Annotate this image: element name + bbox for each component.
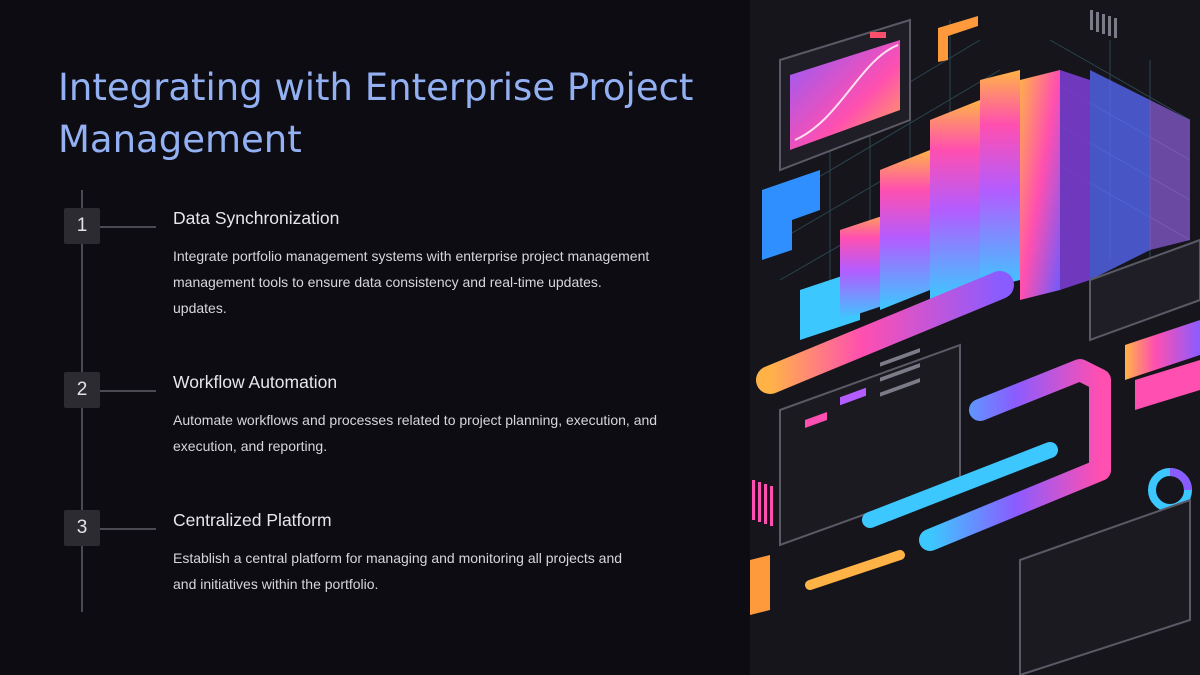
bar-chart-icon [800, 70, 1190, 340]
step-description-line: execution, and reporting. [173, 438, 328, 454]
step-number-badge: 3 [64, 510, 100, 546]
page-title: Integrating with Enterprise Project Mana… [58, 66, 694, 161]
step-title: Centralized Platform [173, 510, 332, 530]
step-description-line: Integrate portfolio management systems w… [173, 248, 650, 264]
step-description: Integrate portfolio management systems w… [173, 243, 713, 321]
chart-screen-icon [779, 18, 911, 172]
step-description-line: and initiatives within the portfolio. [173, 576, 379, 592]
histogram-icon [1019, 498, 1191, 675]
step-description: Automate workflows and processes related… [173, 407, 713, 459]
step-title: Workflow Automation [173, 372, 338, 392]
illustration-panel [750, 0, 1200, 675]
step-connector [100, 528, 156, 530]
step-description-line: management tools to ensure data consiste… [173, 274, 602, 290]
isometric-dashboard-illustration-icon [750, 10, 1200, 675]
step-description-line: updates. [173, 300, 227, 316]
step-description: Establish a central platform for managin… [173, 545, 713, 597]
step-number-badge: 1 [64, 208, 100, 244]
step-connector [100, 226, 156, 228]
step-title: Data Synchronization [173, 208, 340, 228]
step-description-line: Automate workflows and processes related… [173, 412, 658, 428]
content-panel: Integrating with Enterprise Project Mana… [58, 66, 713, 612]
step-number-badge: 2 [64, 372, 100, 408]
step-description-line: Establish a central platform for managin… [173, 550, 623, 566]
step-connector [100, 390, 156, 392]
